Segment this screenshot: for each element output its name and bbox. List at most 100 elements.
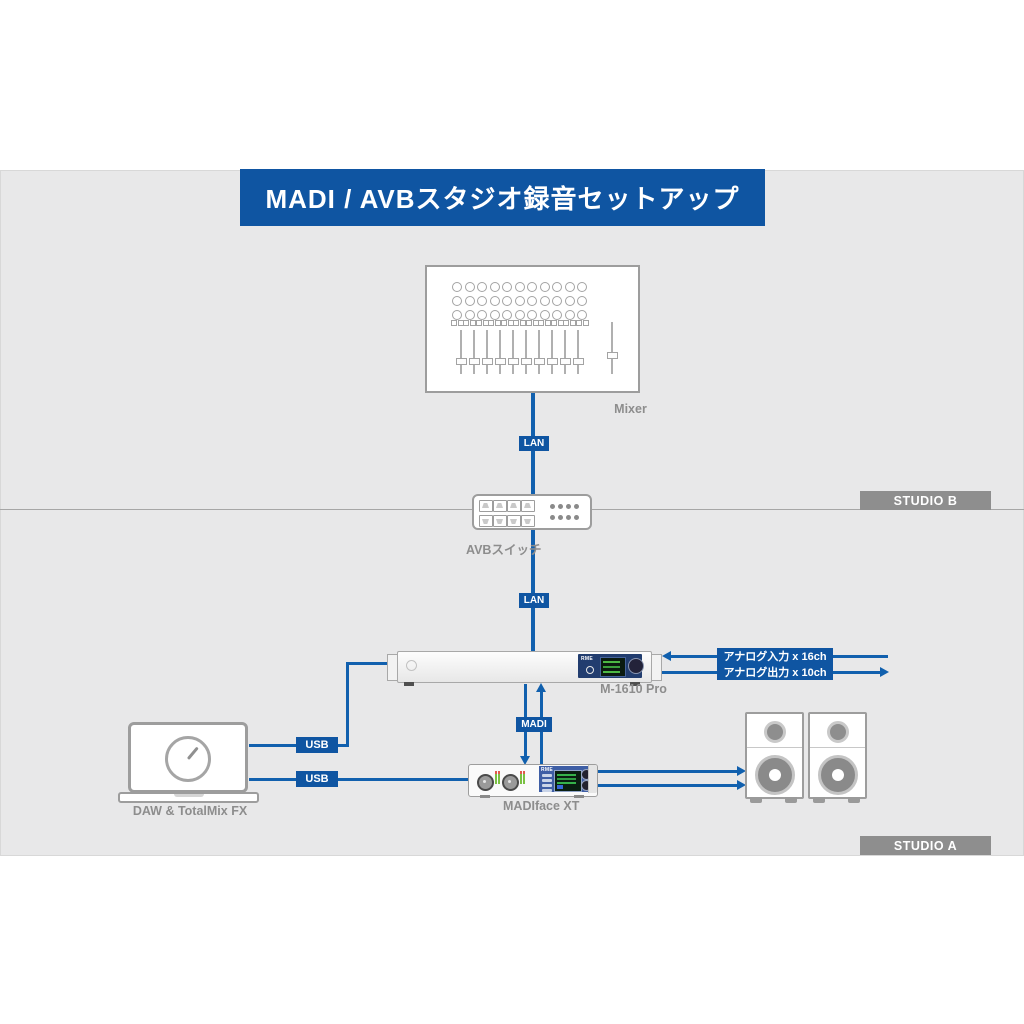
knob-icon (477, 282, 488, 292)
fader-icon (507, 330, 519, 374)
btnpair-icon (576, 320, 589, 326)
knob-icon (552, 282, 563, 292)
knob-icon (564, 282, 575, 292)
xlr-input-icon-2 (502, 774, 519, 791)
btnpair-icon (538, 320, 551, 326)
speaker-split-line (810, 747, 865, 748)
mixer-device (425, 265, 640, 393)
btnpair-icon (526, 320, 539, 326)
knob-icon (539, 282, 550, 292)
knob-icon (564, 310, 575, 320)
laptop-label: DAW & TotalMix FX (132, 804, 248, 818)
woofer-icon (817, 755, 858, 795)
knob-icon (514, 310, 525, 320)
knob-icon (477, 310, 488, 320)
madiface-device: RME (468, 764, 598, 797)
knob-icon (502, 296, 513, 306)
dot-icon (549, 515, 555, 520)
knob-icon (564, 296, 575, 306)
knob-icon (452, 310, 463, 320)
fader-icon (468, 330, 480, 374)
madiface-button (542, 789, 552, 792)
knob-icon (502, 310, 513, 320)
m1610-device: RME (397, 651, 652, 683)
mixer-fader-row (454, 330, 584, 374)
knob-icon (539, 296, 550, 306)
knob-icon (477, 296, 488, 306)
dot-icon (565, 504, 571, 509)
zone-label-studio-a: STUDIO A (860, 836, 991, 855)
knob-icon (452, 282, 463, 292)
arrow-into-m1610-analog (662, 651, 671, 661)
knob-pointer-icon (186, 746, 199, 760)
knob-icon (464, 296, 475, 306)
m1610-label: M-1610 Pro (600, 682, 667, 696)
mixer-button-grid (451, 320, 589, 326)
xlr-input-icon-1 (477, 774, 494, 791)
fader-icon (533, 330, 545, 374)
m1610-screw-icon (406, 660, 417, 671)
usb-badge-bottom: USB (296, 771, 338, 787)
knob-icon (514, 282, 525, 292)
dot-icon (557, 515, 563, 520)
analog-output-badge: アナログ出力 x 10ch (717, 664, 833, 680)
port-icon (479, 515, 493, 527)
fader-icon (494, 330, 506, 374)
madiface-front-panel: RME (539, 766, 588, 792)
led-meter (523, 771, 525, 784)
btnpair-icon (513, 320, 526, 326)
m1610-brand-logo: RME (581, 656, 594, 662)
madiface-foot-left (480, 795, 490, 798)
tweeter-icon (763, 721, 786, 743)
madiface-to-speaker-line-2 (596, 784, 737, 787)
port-icon (493, 515, 507, 527)
dot-icon (549, 504, 555, 509)
lan-badge-top: LAN (519, 436, 549, 451)
knob-icon (464, 310, 475, 320)
knob-icon (464, 282, 475, 292)
avb-led-grid (548, 504, 580, 520)
led-meter (520, 771, 522, 784)
knob-icon (527, 310, 538, 320)
btnpair-icon (563, 320, 576, 326)
m1610-foot-right (630, 682, 640, 686)
knob-icon (552, 310, 563, 320)
port-icon (507, 515, 521, 527)
laptop-base (118, 792, 259, 803)
madiface-brand-logo: RME (541, 767, 554, 773)
usb-line-laptop-to-m1610-seg2 (346, 662, 349, 747)
fader-icon (572, 330, 584, 374)
knob-icon (489, 282, 500, 292)
avb-to-m1610-line (531, 529, 535, 652)
avb-switch-label: AVBスイッチ (466, 543, 542, 557)
usb-badge-top: USB (296, 737, 338, 753)
avb-port-grid (479, 500, 535, 527)
dot-icon (573, 515, 579, 520)
laptop-notch (173, 794, 204, 797)
arrow-into-speaker-2 (737, 780, 746, 790)
btnpair-icon (476, 320, 489, 326)
btnpair-icon (488, 320, 501, 326)
arrow-analog-output-right (880, 667, 889, 677)
btnpair-icon (463, 320, 476, 326)
m1610-foot-left (404, 682, 414, 686)
madiface-side-strip (588, 765, 597, 793)
knob-icon (527, 282, 538, 292)
speaker-foot (785, 797, 797, 803)
arrow-up-into-m1610 (536, 683, 546, 692)
knob-icon (489, 310, 500, 320)
madiface-display (554, 770, 582, 792)
m1610-front-panel: RME (578, 654, 644, 678)
laptop-screen (128, 722, 248, 793)
port-icon (493, 500, 507, 512)
port-icon (521, 515, 535, 527)
usb-line-laptop-to-m1610-seg3 (346, 662, 389, 665)
knob-icon (502, 282, 513, 292)
lan-badge-bottom: LAN (519, 593, 549, 608)
speaker-foot (848, 797, 860, 803)
madiface-button (542, 774, 552, 777)
dot-icon (565, 515, 571, 520)
speaker-foot (750, 797, 762, 803)
knob-icon (577, 296, 588, 306)
